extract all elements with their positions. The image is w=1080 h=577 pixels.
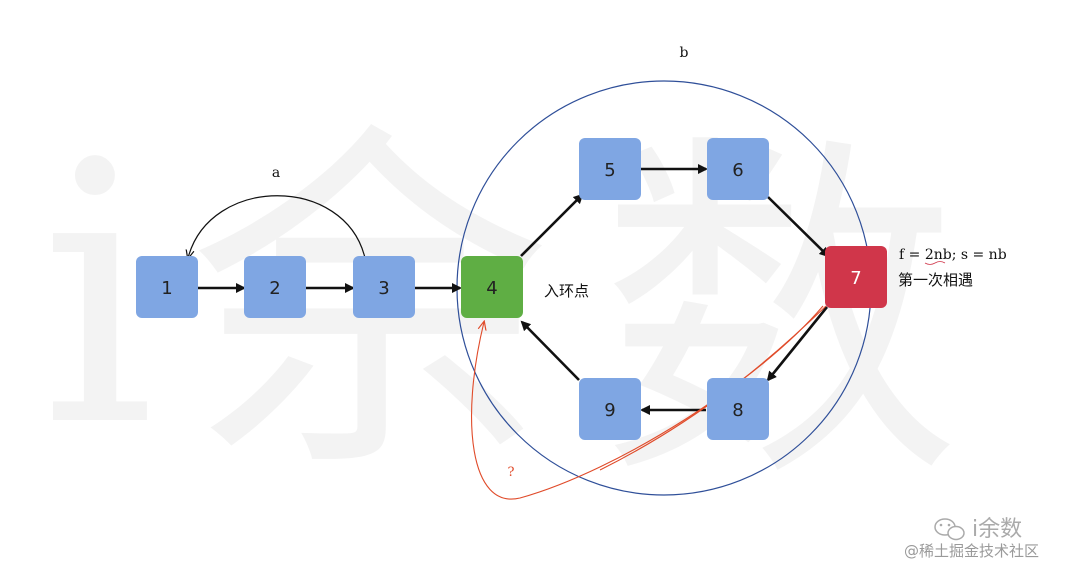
node-2: 2 (244, 256, 306, 318)
watermark-brand: i余数 (972, 517, 1022, 542)
bg-glyph-1: i (40, 86, 155, 505)
edge-4-5 (520, 193, 584, 257)
node-3: 3 (353, 256, 415, 318)
node-4: 4 (461, 256, 523, 318)
node-9-box (579, 378, 641, 440)
node-5-box (579, 138, 641, 200)
node-1-box (136, 256, 198, 318)
node-9-label: 9 (604, 400, 615, 421)
entry-point-label: 入环点 (544, 282, 589, 300)
equation-underline (924, 261, 946, 265)
node-7: 7 (825, 246, 887, 308)
node-6: 6 (707, 138, 769, 200)
equation-label: f = 2nb; s = nb (899, 247, 1007, 263)
node-6-box (707, 138, 769, 200)
nodes: 1 2 3 4 5 6 7 8 (136, 138, 887, 440)
node-8-box (707, 378, 769, 440)
node-8: 8 (707, 378, 769, 440)
node-4-box (461, 256, 523, 318)
edge-6-7 (767, 196, 830, 258)
edge-7-8 (766, 306, 829, 382)
node-7-label: 7 (850, 268, 861, 289)
edges (198, 164, 830, 415)
watermark-caption: @稀土掘金技术社区 (904, 542, 1039, 560)
wechat-icon (934, 518, 965, 541)
corner-watermark: i余数 @稀土掘金技术社区 (904, 517, 1039, 560)
question-mark-label: ? (508, 465, 515, 480)
distance-label-a: a (272, 165, 280, 181)
node-2-box (244, 256, 306, 318)
node-5: 5 (579, 138, 641, 200)
node-8-label: 8 (732, 400, 743, 421)
node-3-label: 3 (378, 278, 389, 299)
node-6-label: 6 (732, 160, 743, 181)
node-5-label: 5 (604, 160, 615, 181)
node-9: 9 (579, 378, 641, 440)
first-meet-label: 第一次相遇 (898, 271, 973, 289)
node-1-label: 1 (161, 278, 172, 299)
node-1: 1 (136, 256, 198, 318)
node-3-box (353, 256, 415, 318)
node-2-label: 2 (269, 278, 280, 299)
bg-glyph-3: 数 (600, 106, 960, 525)
node-7-box (825, 246, 887, 308)
distance-arc-a (188, 195, 365, 258)
cycle-length-label-b: b (680, 45, 689, 61)
node-4-label: 4 (486, 278, 497, 299)
edge-9-4 (520, 320, 580, 381)
